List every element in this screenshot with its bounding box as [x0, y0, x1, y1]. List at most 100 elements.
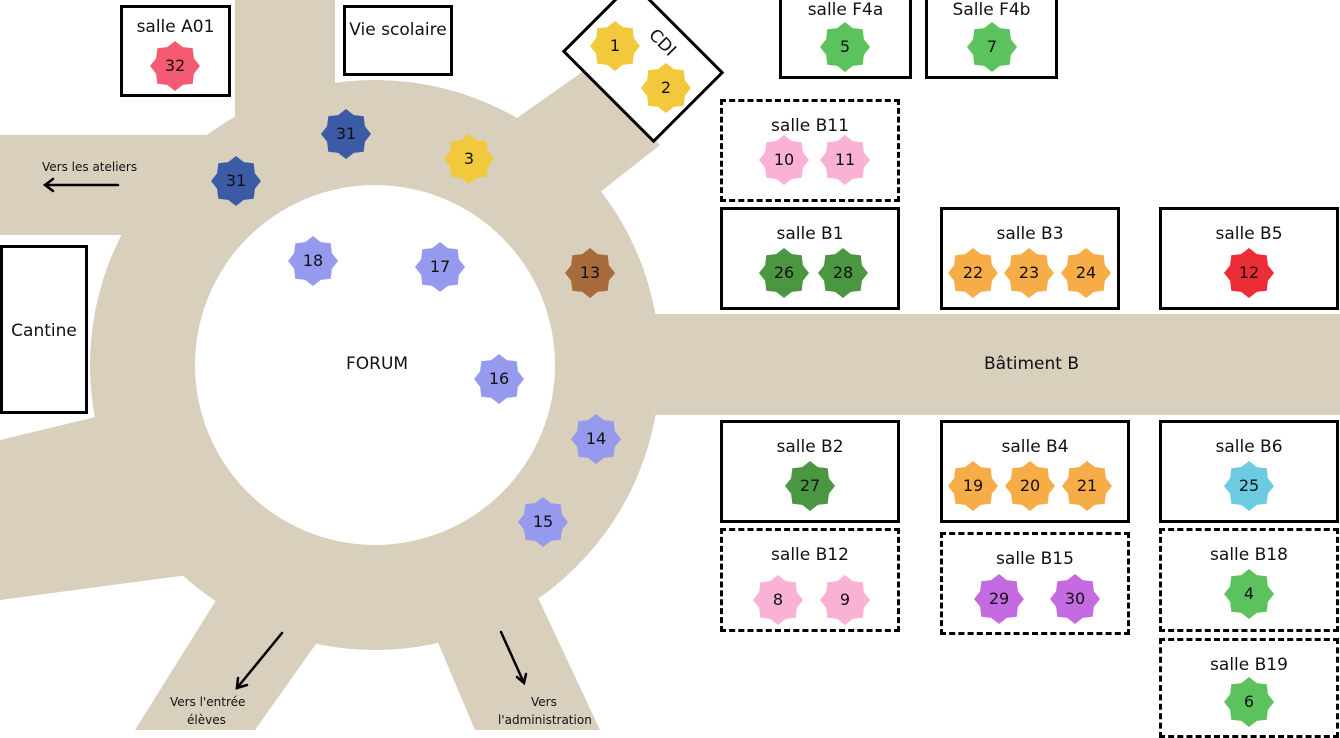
- badge[interactable]: 12: [1224, 248, 1274, 298]
- badge[interactable]: 20: [1005, 461, 1055, 511]
- vers-admin-label-line1: Vers: [531, 695, 557, 709]
- octagram-shape: [948, 461, 998, 511]
- badge[interactable]: 17: [415, 242, 465, 292]
- forum-center: [195, 185, 555, 545]
- badge[interactable]: 1: [590, 21, 640, 71]
- badge[interactable]: 7: [967, 22, 1017, 72]
- vers-entree-label-line2: élèves: [187, 713, 226, 727]
- octagram-shape: [1224, 248, 1274, 298]
- badge-number: 20: [1019, 476, 1041, 495]
- octagram-shape: [948, 248, 998, 298]
- badge[interactable]: 30: [1050, 574, 1100, 624]
- room-label: salle B4: [1001, 437, 1069, 457]
- badge[interactable]: 14: [571, 414, 621, 464]
- badge[interactable]: 18: [288, 236, 338, 286]
- octagram-shape: [1224, 677, 1274, 727]
- octagram-shape: [571, 414, 621, 464]
- badge-number: 27: [799, 476, 821, 495]
- room-label: salle B19: [1210, 655, 1288, 675]
- forum-label: FORUM: [346, 354, 409, 374]
- badge[interactable]: 25: [1224, 461, 1274, 511]
- octagram-shape: [474, 354, 524, 404]
- badge[interactable]: 5: [820, 22, 870, 72]
- badge[interactable]: 32: [150, 41, 200, 91]
- room-label: salle A01: [136, 17, 215, 37]
- badge-number: 3: [463, 149, 475, 168]
- octagram-shape: [150, 41, 200, 91]
- octagram-shape: [753, 575, 803, 625]
- badge-number: 25: [1238, 476, 1260, 495]
- octagram-shape: [518, 497, 568, 547]
- badge-number: 7: [986, 37, 998, 56]
- room-label: salle B12: [771, 545, 849, 565]
- badge-number: 32: [164, 56, 186, 75]
- octagram-shape: [967, 22, 1017, 72]
- octagram-shape: [820, 575, 870, 625]
- road-batiment-b: [560, 314, 1340, 415]
- badge[interactable]: 27: [785, 461, 835, 511]
- badge[interactable]: 16: [474, 354, 524, 404]
- badge[interactable]: 10: [759, 135, 809, 185]
- badge[interactable]: 3: [444, 134, 494, 184]
- octagram-shape: [1224, 461, 1274, 511]
- octagram-shape: [785, 461, 835, 511]
- octagram-shape: [759, 248, 809, 298]
- vers-admin-label-line2: l'administration: [498, 713, 592, 727]
- vers-entree-label-line1: Vers l'entrée: [170, 695, 246, 709]
- room-label: Vie scolaire: [349, 20, 447, 40]
- octagram-shape: [211, 156, 261, 206]
- badge[interactable]: 9: [820, 575, 870, 625]
- octagram-shape: [1004, 248, 1054, 298]
- badge[interactable]: 29: [974, 574, 1024, 624]
- badge[interactable]: 8: [753, 575, 803, 625]
- badge[interactable]: 31: [211, 156, 261, 206]
- room-b15: salle B15: [940, 532, 1130, 635]
- badge[interactable]: 6: [1224, 677, 1274, 727]
- badge-number: 18: [302, 251, 324, 270]
- badge-number: 9: [839, 590, 851, 609]
- badge-number: 13: [579, 263, 601, 282]
- octagram-shape: [820, 135, 870, 185]
- badge[interactable]: 13: [565, 248, 615, 298]
- badge-number: 10: [773, 150, 795, 169]
- badge[interactable]: 28: [818, 248, 868, 298]
- badge[interactable]: 22: [948, 248, 998, 298]
- room-b11: salle B11: [720, 99, 900, 202]
- room-label: Cantine: [11, 321, 77, 341]
- badge-number: 22: [962, 263, 984, 282]
- badge[interactable]: 23: [1004, 248, 1054, 298]
- badge-number: 12: [1238, 263, 1260, 282]
- badge[interactable]: 31: [321, 109, 371, 159]
- room-label: salle B5: [1215, 224, 1283, 244]
- badge[interactable]: 4: [1224, 569, 1274, 619]
- badge[interactable]: 19: [948, 461, 998, 511]
- badge[interactable]: 24: [1061, 248, 1111, 298]
- room-label: salle B15: [996, 549, 1074, 569]
- octagram-shape: [288, 236, 338, 286]
- badge-number: 5: [839, 37, 851, 56]
- room-label: salle F4a: [807, 0, 884, 20]
- badge[interactable]: 2: [641, 63, 691, 113]
- arrow-admin-head: [515, 672, 528, 686]
- badge-number: 19: [962, 476, 984, 495]
- badge[interactable]: 11: [820, 135, 870, 185]
- octagram-shape: [1005, 461, 1055, 511]
- room-label: Salle F4b: [952, 0, 1031, 20]
- badge-number: 14: [585, 429, 607, 448]
- badge-number: 17: [429, 257, 451, 276]
- room-label: salle B11: [771, 116, 849, 136]
- badge[interactable]: 15: [518, 497, 568, 547]
- room-label: salle B18: [1210, 545, 1288, 565]
- octagram-shape: [444, 134, 494, 184]
- badge[interactable]: 21: [1062, 461, 1112, 511]
- room-vie-scolaire: Vie scolaire: [343, 5, 453, 76]
- octagram-shape: [641, 63, 691, 113]
- octagram-shape: [1224, 569, 1274, 619]
- octagram-shape: [974, 574, 1024, 624]
- badge-number: 30: [1064, 589, 1086, 608]
- room-cantine: Cantine: [0, 245, 88, 414]
- badge-number: 28: [832, 263, 854, 282]
- badge[interactable]: 26: [759, 248, 809, 298]
- badge-number: 4: [1243, 584, 1255, 603]
